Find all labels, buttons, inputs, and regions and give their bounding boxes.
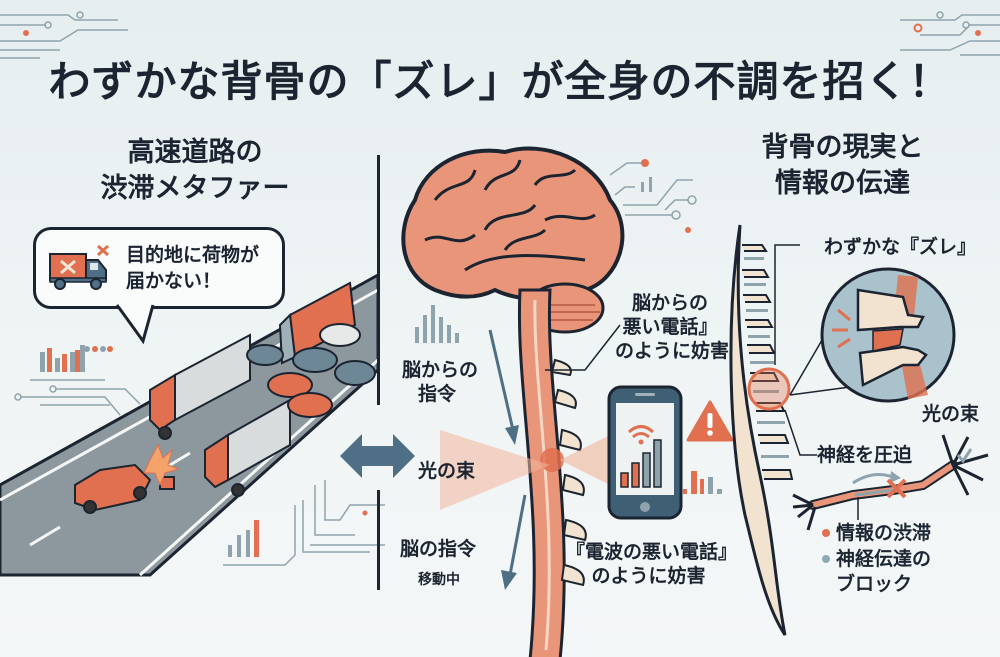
nerve-compression-leader [784, 409, 817, 456]
brain-command-label: 脳からの 指令 [402, 359, 479, 405]
bar-graph-decoration-center [415, 305, 459, 343]
light-beam-right [560, 430, 620, 490]
orange-dot-icon [822, 529, 830, 537]
signal-arrow-lower [501, 494, 527, 590]
nerve-compression-label: 神経を圧迫 [817, 444, 913, 466]
weak-signal-bars [683, 471, 722, 494]
legend: 情報の渋滞 神経伝達の ブロック [822, 520, 931, 598]
right-light-bundle-label: 光の束 [922, 403, 980, 425]
bubble-tail [115, 302, 155, 345]
circuit-decoration-top-right [900, 11, 1000, 56]
right-heading-line1: 背骨の現実と [761, 132, 924, 163]
circuit-decoration-left-mid [14, 345, 141, 416]
page-title: わずかな背骨の「ズレ」が全身の不調を招く！ [48, 57, 952, 106]
bad-signal-label: 『電波の悪い電話』 のように妨害 [566, 541, 738, 587]
bubble-text-line2: 届かない！ [126, 270, 222, 292]
speech-bubble: 目的地に荷物が 届かない！ [33, 227, 285, 309]
light-bundle-label: 光の束 [418, 460, 476, 482]
command-moving-label: 脳の指令 [400, 538, 477, 560]
section-divider-top [377, 155, 380, 405]
moving-status-label: 移動中 [418, 572, 460, 588]
circuit-decoration-left-bottom [223, 480, 385, 566]
right-section-title: 背骨の現実と 情報の伝達 [745, 130, 940, 202]
bad-call-leader-line [545, 324, 621, 371]
smartphone-icon [607, 385, 683, 520]
neuron-icon [792, 434, 989, 531]
legend-item-nerve-block: 神経伝達の [822, 546, 931, 572]
warning-icon [686, 400, 734, 442]
crash-icon [143, 443, 180, 487]
right-heading-line2: 情報の伝達 [775, 168, 910, 199]
bad-call-label: 脳からの 悪い電話』 のように妨害 [615, 292, 730, 362]
gray-dot-icon [822, 555, 830, 563]
double-arrow-icon [340, 434, 415, 478]
compression-highlight-circle [747, 367, 791, 411]
legend-item-info-congestion: 情報の渋滞 [822, 520, 931, 546]
circuit-decoration-top-left [0, 11, 128, 59]
left-section-title: 高速道路の 渋滞メタファー [80, 135, 310, 207]
left-heading-line1: 高速道路の [127, 137, 263, 168]
signal-arrow-upper [488, 329, 519, 445]
slight-shift-label: わずかな『ズレ』 [824, 236, 977, 258]
truck-icon [49, 244, 110, 290]
light-beam-left [440, 430, 550, 510]
vertebra-zoom-icon [820, 267, 956, 403]
spine-icon [729, 224, 794, 636]
section-divider-bottom [377, 490, 380, 590]
traffic-jam-illustration [0, 272, 380, 577]
bubble-text-line1: 目的地に荷物が [126, 244, 260, 266]
spinal-cord-icon [517, 288, 587, 657]
left-heading-line2: 渋滞メタファー [100, 173, 290, 204]
circuit-decoration-center-top [609, 159, 697, 233]
